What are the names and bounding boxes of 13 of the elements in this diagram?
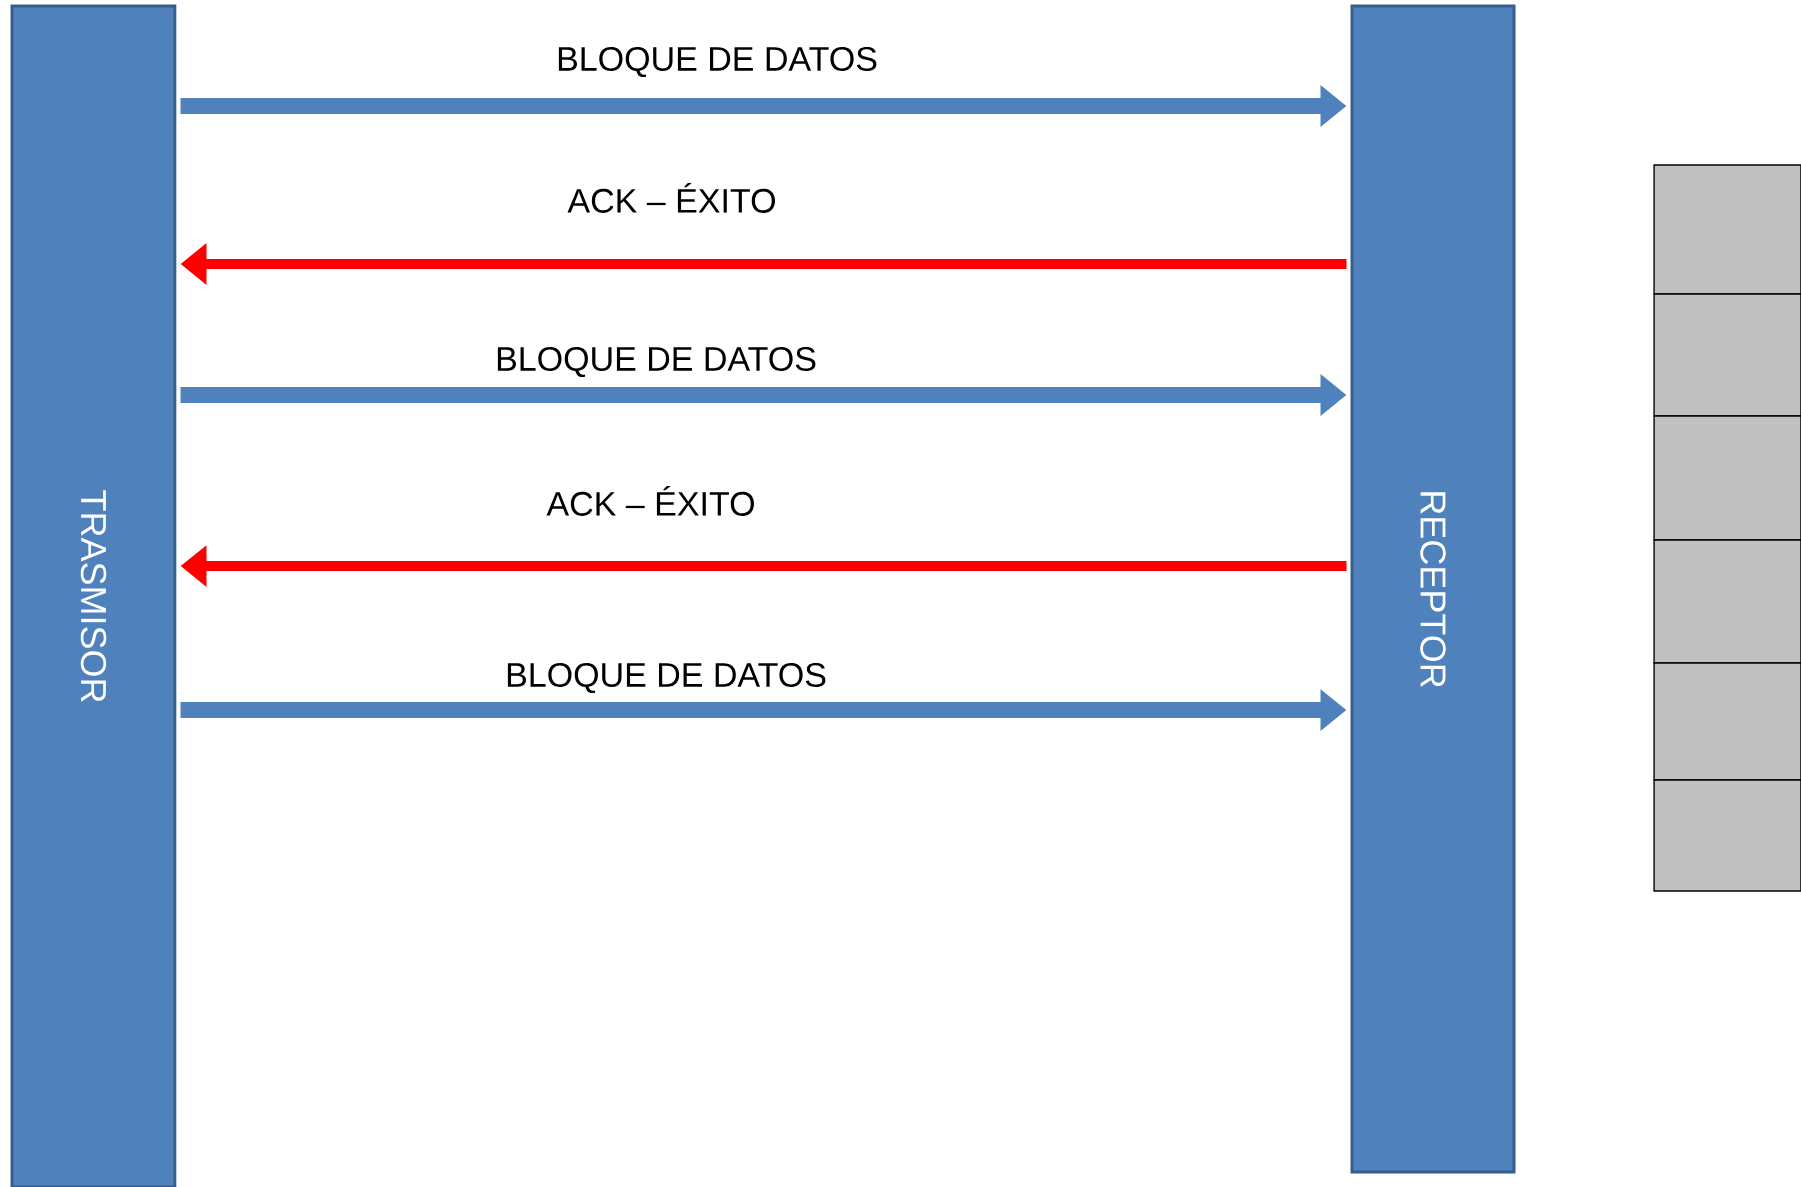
vertical-bar: TRASMISOR bbox=[10, 4, 177, 1187]
buffer-cell bbox=[1653, 539, 1801, 664]
edge-label: BLOQUE DE DATOS bbox=[504, 661, 828, 695]
buffer-cell bbox=[1653, 415, 1801, 541]
buffer-cell bbox=[1653, 293, 1801, 417]
buffer-cell bbox=[1653, 779, 1801, 892]
edge-label: ACK – ÉXITO bbox=[566, 182, 778, 214]
buffer-cell bbox=[1653, 164, 1801, 295]
edge-label: ACK – ÉXITO bbox=[545, 485, 757, 517]
buffer-cell bbox=[1653, 662, 1801, 781]
edge-label: BLOQUE DE DATOS bbox=[555, 45, 879, 79]
edge-label: BLOQUE DE DATOS bbox=[494, 345, 818, 379]
vertical-bar: RECEPTOR bbox=[1350, 4, 1516, 1174]
